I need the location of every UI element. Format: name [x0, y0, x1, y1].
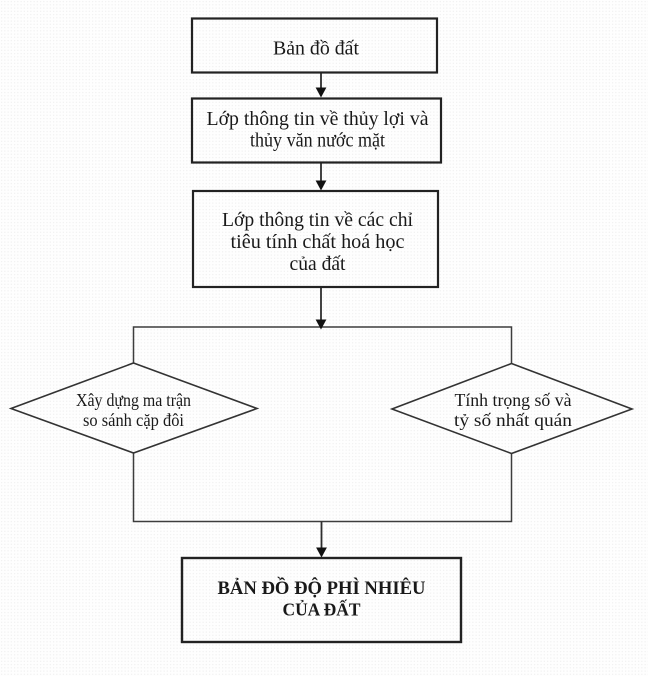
svg-text:so sánh cặp đôi: so sánh cặp đôi [83, 410, 184, 430]
svg-text:thủy văn nước mặt: thủy văn nước mặt [250, 130, 385, 152]
svg-text:Xây dựng ma trận: Xây dựng ma trận [76, 390, 191, 410]
svg-text:Tính trọng số và: Tính trọng số và [455, 390, 572, 410]
svg-text:Lớp thông tin về thủy lợi và: Lớp thông tin về thủy lợi và [207, 108, 429, 130]
svg-text:CỦA ĐẤT: CỦA ĐẤT [283, 599, 361, 620]
svg-text:Lớp thông tin về các chỉ: Lớp thông tin về các chỉ [222, 209, 413, 231]
svg-text:Bản đồ đất: Bản đồ đất [273, 38, 359, 60]
svg-text:của đất: của đất [290, 253, 346, 275]
svg-text:tiêu tính chất hoá học: tiêu tính chất hoá học [231, 231, 405, 253]
svg-text:tỷ số nhất quán: tỷ số nhất quán [454, 410, 572, 430]
svg-text:BẢN ĐỒ ĐỘ PHÌ NHIÊU: BẢN ĐỒ ĐỘ PHÌ NHIÊU [218, 577, 426, 599]
